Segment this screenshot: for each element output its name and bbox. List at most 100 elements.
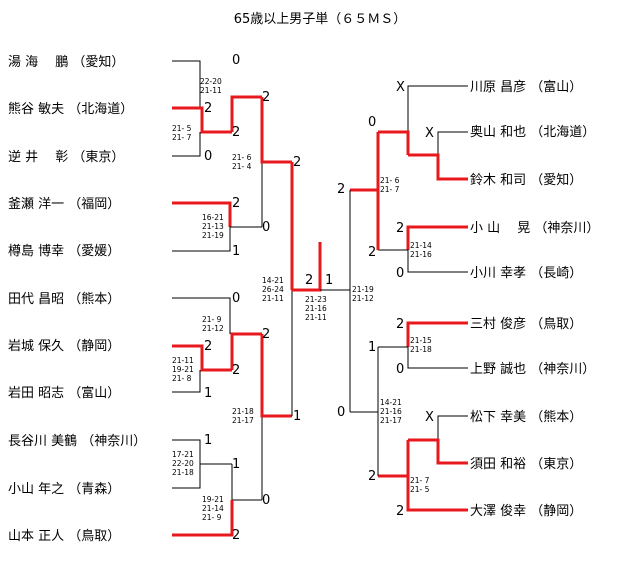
score-l-r2-d: 0 xyxy=(232,291,240,306)
line-l-r1-5b xyxy=(172,463,232,489)
line-r-r1-4b xyxy=(378,346,468,369)
game-score-10a: 19-21 xyxy=(202,495,224,504)
left-bracket-lines xyxy=(172,60,322,537)
score-r-r1-g: X xyxy=(425,410,434,425)
right-player-9: 須田 和裕 （東京） xyxy=(470,456,582,472)
line-r-r1-5a xyxy=(437,415,468,440)
line-l-r1-4b xyxy=(172,344,232,372)
score-l-r2-c: 2 xyxy=(293,155,301,170)
game-score-8a: 21-18 xyxy=(232,407,254,416)
line-l-r1-2 xyxy=(172,132,201,157)
score-final-right: 1 xyxy=(325,273,333,288)
score-r-r1-c: 2 xyxy=(396,221,404,236)
line-r-r2-1a xyxy=(378,130,410,155)
game-score-13b: 21- 7 xyxy=(380,185,400,194)
right-player-2: 奥山 和也 （北海道） xyxy=(470,125,595,140)
score-l-r3-winner: 2 xyxy=(232,528,240,543)
right-player-8: 松下 幸美 （熊本） xyxy=(470,409,582,425)
score-l-r1-h: 1 xyxy=(204,386,212,401)
game-scores: 22-20 21-11 21- 5 21- 7 21- 6 21- 4 16-2… xyxy=(172,77,432,522)
line-r-r1-5b xyxy=(408,438,468,465)
game-score-5a: 14-21 xyxy=(262,276,284,285)
right-player-7: 上野 誠也 （神奈川） xyxy=(470,362,595,377)
score-r-r1-h: 2 xyxy=(396,504,404,519)
line-l-r1-1b xyxy=(172,106,232,134)
score-l-r2-b: 0 xyxy=(204,149,212,164)
game-score-9c: 21-18 xyxy=(172,468,194,477)
score-r-r2-b: 2 xyxy=(368,245,376,260)
line-r-r1-4a xyxy=(406,321,468,347)
bracket-title: 65歳以上男子単（６５ＭＳ） xyxy=(233,12,407,27)
game-score-5c: 21-11 xyxy=(262,294,284,303)
left-player-9: 長谷川 美鶴 （神奈川） xyxy=(8,433,146,449)
score-l-r1-e: 2 xyxy=(204,339,212,354)
left-player-2: 熊谷 敏夫 （北海道） xyxy=(8,101,133,117)
right-bracket-lines xyxy=(320,85,468,512)
right-player-3: 鈴木 和司 （愛知） xyxy=(470,172,582,188)
right-player-10: 大澤 俊幸 （静岡） xyxy=(470,504,582,519)
left-player-8: 岩田 昭志 （富山） xyxy=(8,385,120,401)
left-player-1: 湯 海 鵬 （愛知） xyxy=(8,54,124,70)
left-player-3: 逆 井 彰 （東京） xyxy=(8,149,124,165)
line-r-r2-2a xyxy=(378,440,410,478)
right-player-5: 小川 幸孝 （長崎） xyxy=(470,266,582,281)
score-r-r3-a: 2 xyxy=(337,182,345,197)
score-l-r1-g: 2 xyxy=(232,363,240,378)
game-score-9b: 22-20 xyxy=(172,459,194,468)
game-score-14a: 21-14 xyxy=(410,241,432,250)
game-score-3a: 21- 6 xyxy=(232,153,252,162)
game-score-5b: 26-24 xyxy=(262,285,284,294)
score-l-r1-j: 1 xyxy=(232,457,240,472)
game-score-11a: 21-23 xyxy=(305,295,327,304)
game-score-3b: 21- 4 xyxy=(232,162,252,171)
line-l-r1-5a xyxy=(172,439,201,464)
line-l-r3-1b xyxy=(260,334,292,418)
right-player-6: 三村 俊彦 （鳥取） xyxy=(470,316,582,332)
score-l-r3-b: 1 xyxy=(293,409,301,424)
left-player-7: 岩城 保久 （静岡） xyxy=(8,339,120,354)
score-l-r3-a: 2 xyxy=(262,90,270,105)
game-score-11b: 21-16 xyxy=(305,304,327,313)
score-l-r1-d: 0 xyxy=(262,220,270,235)
score-r-r2-d: 1 xyxy=(368,340,376,355)
left-player-list: 湯 海 鵬 （愛知） 熊谷 敏夫 （北海道） 逆 井 彰 （東京） 釜瀬 洋一 … xyxy=(8,54,146,544)
game-score-9a: 17-21 xyxy=(172,450,194,459)
line-l-r1-3a xyxy=(172,201,232,227)
line-l-r2-1a xyxy=(230,95,262,132)
line-l-r1-3b xyxy=(172,226,262,252)
line-r-r1-2b xyxy=(408,153,468,181)
line-l-r1-4c xyxy=(172,370,201,393)
line-r-r1-2a xyxy=(437,131,468,155)
score-r-r2-a: 0 xyxy=(368,115,376,130)
right-player-1: 川原 昌彦 （富山） xyxy=(470,79,582,95)
score-l-r2-a: 2 xyxy=(232,125,240,140)
game-score-15b: 21-18 xyxy=(410,345,432,354)
game-score-15a: 21-15 xyxy=(410,336,432,345)
game-score-12b: 21-12 xyxy=(352,294,374,303)
left-player-4: 釜瀬 洋一 （福岡） xyxy=(8,197,120,212)
line-r-r1-3a xyxy=(406,225,468,250)
game-score-2a: 21- 5 xyxy=(172,124,192,133)
score-r-r3-b: 0 xyxy=(337,405,345,420)
score-l-r1-c: 2 xyxy=(232,196,240,211)
game-score-17a: 21- 7 xyxy=(410,476,430,485)
game-score-14b: 21-16 xyxy=(410,250,432,259)
score-r-r1-f: 0 xyxy=(396,362,404,377)
right-player-list: 川原 昌彦 （富山） 奥山 和也 （北海道） 鈴木 和司 （愛知） 小 山 晃 … xyxy=(470,79,599,519)
game-score-7b: 19-21 xyxy=(172,365,194,374)
game-score-12a: 21-19 xyxy=(352,285,374,294)
left-player-5: 樽島 博幸 （愛媛） xyxy=(8,243,120,259)
score-l-r1-b: 2 xyxy=(204,101,212,116)
score-r-r1-b: X xyxy=(425,126,434,141)
game-score-4b: 21-13 xyxy=(202,222,224,231)
score-l-r2-f: 2 xyxy=(262,327,270,342)
game-score-7c: 21- 8 xyxy=(172,374,192,383)
game-score-13a: 21- 6 xyxy=(380,176,400,185)
game-score-4c: 21-19 xyxy=(202,231,224,240)
game-score-16c: 21-17 xyxy=(380,416,402,425)
score-l-r2-e: 0 xyxy=(262,493,270,508)
line-l-r3-1a xyxy=(260,97,292,164)
game-score-4a: 16-21 xyxy=(202,213,224,222)
line-l-r1-4a xyxy=(172,297,231,334)
